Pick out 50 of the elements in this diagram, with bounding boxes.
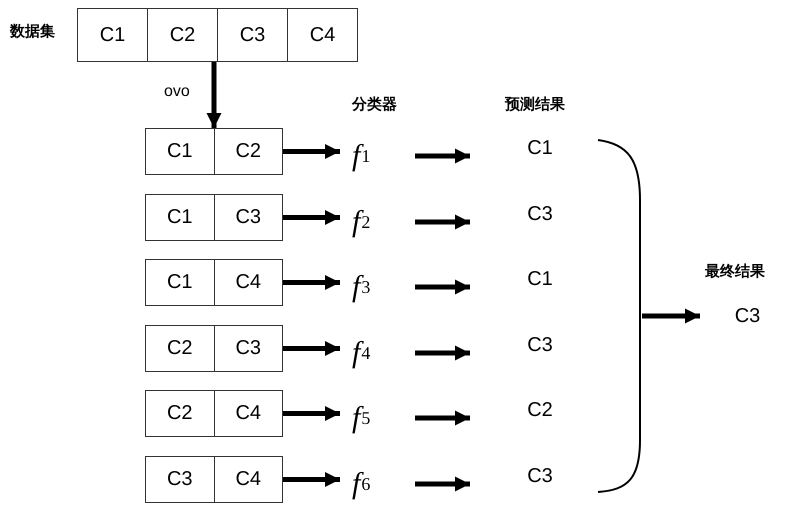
arrow (642, 308, 700, 324)
arrow (415, 280, 470, 294)
cell-row (77, 8, 358, 62)
cell-row (145, 128, 283, 175)
column-heading: 预测结果 (505, 95, 565, 114)
table-cell: C4 (214, 457, 282, 502)
cell-row (145, 325, 283, 372)
edge-label: ovo (164, 83, 190, 101)
result-label: C3 (470, 194, 610, 234)
arrow (283, 210, 340, 225)
table-cell: C2 (148, 9, 218, 61)
table-cell: C1 (78, 9, 148, 61)
table-cell: C1 (146, 129, 214, 174)
arrow (283, 472, 340, 487)
arrow (415, 346, 470, 360)
result-label: C1 (470, 259, 610, 299)
result-label: C2 (470, 390, 610, 430)
cell-row (145, 194, 283, 241)
table-cell: C4 (214, 391, 282, 436)
row-caption: 数据集 (10, 22, 55, 41)
arrow (415, 148, 470, 164)
arrow (415, 410, 470, 426)
arrow (283, 144, 340, 159)
column-heading: 分类器 (352, 95, 397, 114)
arrow (283, 341, 340, 356)
arrow (283, 275, 340, 290)
arrow (206, 62, 222, 128)
table-cell: C1 (146, 195, 214, 240)
table-cell: C2 (146, 391, 214, 436)
arrow (283, 406, 340, 421)
arrow (415, 476, 470, 492)
table-cell: C3 (218, 9, 288, 61)
table-cell: C3 (214, 326, 282, 371)
table-cell: C2 (146, 326, 214, 371)
result-label: C3 (470, 456, 610, 496)
cell-row (145, 259, 283, 306)
arrow (415, 214, 470, 230)
table-cell: C1 (146, 260, 214, 305)
table-cell: C4 (214, 260, 282, 305)
result-label: C3 (470, 325, 610, 365)
table-cell: C2 (214, 129, 282, 174)
table-cell: C3 (146, 457, 214, 502)
result-label: C3 (700, 300, 787, 332)
table-cell: C3 (214, 195, 282, 240)
table-cell: C4 (288, 9, 357, 61)
bracket (596, 138, 642, 494)
column-heading: 最终结果 (705, 262, 765, 281)
result-label: C1 (470, 128, 610, 168)
cell-row (145, 390, 283, 437)
cell-row (145, 456, 283, 503)
